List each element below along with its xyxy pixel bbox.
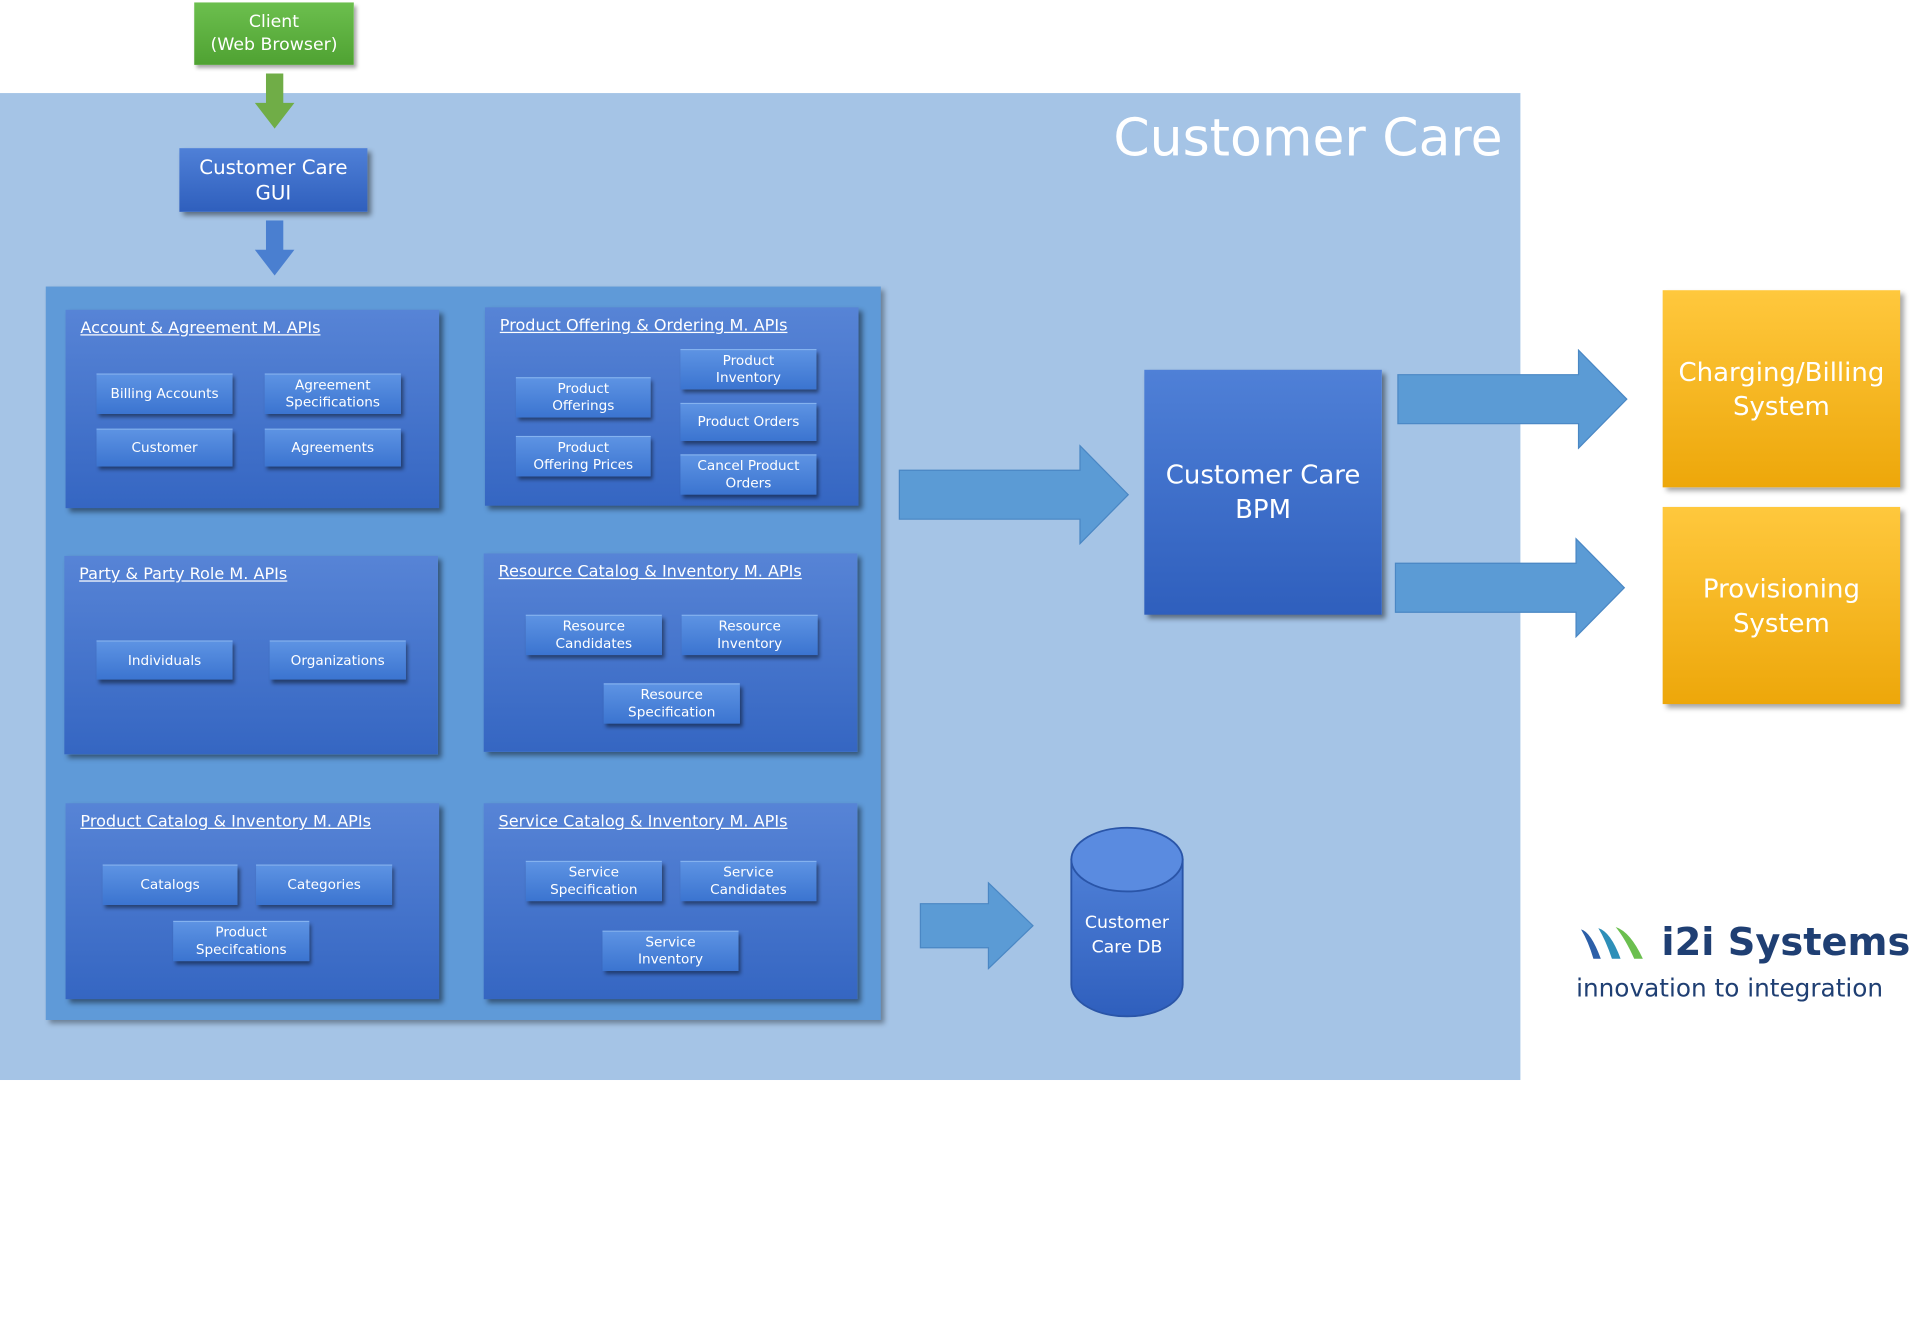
api-group-title: Party & Party Role M. APIs (79, 565, 288, 585)
customer-care-bpm-box: Customer Care BPM (1144, 369, 1382, 615)
charging-billing-system-box: Charging/Billing System (1662, 290, 1901, 488)
agreements-chip: Agreements (264, 428, 401, 467)
product-orders-chip: Product Orders (680, 402, 817, 441)
resource-candidates-chip: Resource Candidates (525, 614, 662, 656)
customer-care-title: Customer Care (1113, 107, 1503, 168)
product-inventory-chip: Product Inventory (680, 348, 817, 390)
company-tagline: innovation to integration (1576, 973, 1884, 1003)
client-web-browser-box: Client (Web Browser) (194, 2, 354, 65)
arrow-right-icon (1394, 537, 1626, 638)
service-candidates-chip: Service Candidates (680, 860, 817, 902)
i2i-logo-icon (1581, 926, 1643, 959)
api-group-product-catalog-inventory: Product Catalog & Inventory M. APIs Cata… (65, 803, 440, 1000)
organizations-chip: Organizations (269, 640, 406, 680)
api-group-service-catalog-inventory: Service Catalog & Inventory M. APIs Serv… (483, 803, 858, 1000)
billing-accounts-chip: Billing Accounts (96, 373, 233, 414)
resource-specification-chip: Resource Specification (603, 683, 740, 724)
product-offerings-chip: Product Offerings (515, 377, 651, 418)
api-group-product-offering-ordering: Product Offering & Ordering M. APIs Prod… (484, 307, 859, 506)
api-group-account-agreement: Account & Agreement M. APIs Billing Acco… (65, 309, 440, 509)
arrow-down-icon (254, 220, 295, 276)
service-inventory-chip: Service Inventory (602, 930, 739, 972)
resource-inventory-chip: Resource Inventory (681, 614, 818, 656)
api-group-party-role: Party & Party Role M. APIs Individuals O… (64, 555, 438, 755)
database-icon (1070, 826, 1184, 1018)
arrow-right-icon (898, 444, 1130, 545)
company-name: i2i Systems (1661, 920, 1911, 965)
agreement-specifications-chip: Agreement Specifications (264, 373, 401, 414)
service-specification-chip: Service Specification (525, 860, 662, 902)
api-group-title: Service Catalog & Inventory M. APIs (498, 813, 788, 832)
individuals-chip: Individuals (96, 640, 233, 680)
api-group-resource-catalog-inventory: Resource Catalog & Inventory M. APIs Res… (483, 553, 858, 752)
product-specifcations-chip: Product Specifcations (173, 920, 310, 962)
provisioning-system-box: Provisioning System (1662, 506, 1901, 705)
arrow-right-icon (1397, 348, 1628, 450)
product-offering-prices-chip: Product Offering Prices (515, 435, 651, 477)
cancel-product-orders-chip: Cancel Product Orders (680, 454, 817, 495)
arrow-right-icon (919, 881, 1034, 970)
arrow-down-icon (254, 73, 295, 129)
customer-chip: Customer (96, 428, 233, 467)
api-group-title: Product Offering & Ordering M. APIs (499, 317, 788, 336)
customer-care-gui-box: Customer Care GUI (179, 148, 368, 212)
api-group-title: Resource Catalog & Inventory M. APIs (498, 563, 802, 582)
api-group-title: Product Catalog & Inventory M. APIs (80, 813, 371, 832)
customer-care-db-label: Customer Care DB (1084, 913, 1170, 958)
categories-chip: Categories (256, 864, 393, 905)
catalogs-chip: Catalogs (102, 864, 238, 905)
api-group-title: Account & Agreement M. APIs (80, 319, 321, 338)
